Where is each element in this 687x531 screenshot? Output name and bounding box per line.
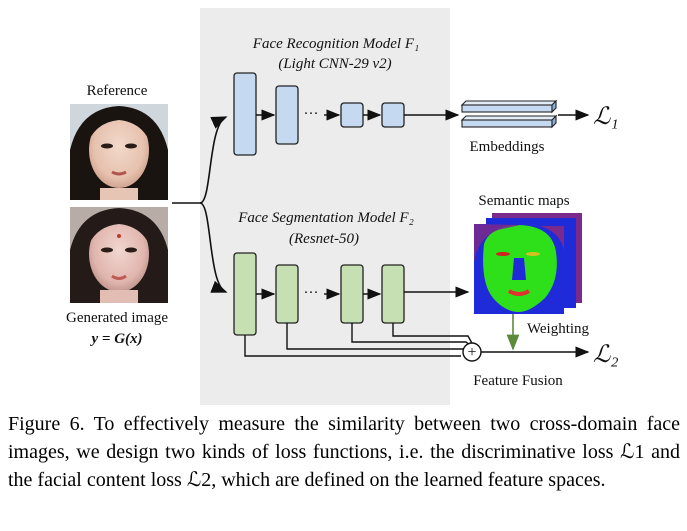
recognition-block-2	[275, 85, 299, 145]
fusion-plus-node: +	[462, 342, 482, 362]
generated-face-image	[70, 207, 168, 303]
loss1-symbol: ℒ₁	[593, 104, 619, 130]
segmentation-block-3	[340, 264, 364, 324]
reference-face-image	[70, 104, 168, 200]
feature-fusion-label: Feature Fusion	[473, 373, 563, 389]
generated-label: Generated image	[66, 310, 168, 326]
segmentation-title: Face Segmentation Model F₂	[237, 210, 414, 226]
segmentation-block-1	[233, 252, 257, 336]
figure-caption: Figure 6. To effectively measure the sim…	[8, 413, 680, 491]
fusion-plus-symbol: +	[467, 344, 476, 361]
fusion-line-4	[392, 323, 474, 346]
segmentation-network	[233, 252, 405, 336]
branch-arrow-top	[199, 116, 228, 204]
recognition-subtitle: (Light CNN-29 v2)	[278, 56, 391, 72]
branch-arrow-bottom	[199, 202, 228, 293]
recognition-block-3	[340, 102, 364, 128]
segmentation-block-4	[381, 264, 405, 324]
recognition-title: Face Recognition Model F₁	[252, 36, 419, 52]
recognition-network	[233, 72, 405, 156]
recognition-block-1	[233, 72, 257, 156]
segmentation-block-2	[275, 264, 299, 324]
loss2-symbol: ℒ₂	[593, 342, 619, 368]
generated-formula: y = G(x)	[89, 331, 142, 347]
segmentation-ellipsis: ···	[304, 285, 319, 301]
fusion-line-1	[244, 335, 461, 357]
framework-diagram: Reference Generated image y = G(x) Face …	[66, 8, 619, 405]
semantic-maps	[474, 213, 582, 314]
recognition-ellipsis: ···	[304, 106, 319, 122]
embeddings-bars	[460, 99, 558, 129]
fusion-line-2	[286, 323, 464, 350]
weighting-label: Weighting	[527, 321, 590, 337]
recognition-block-4	[381, 102, 405, 128]
reference-label: Reference	[87, 83, 148, 99]
embeddings-label: Embeddings	[470, 139, 545, 155]
segmentation-subtitle: (Resnet-50)	[289, 231, 359, 247]
semantic-maps-label: Semantic maps	[478, 193, 569, 209]
